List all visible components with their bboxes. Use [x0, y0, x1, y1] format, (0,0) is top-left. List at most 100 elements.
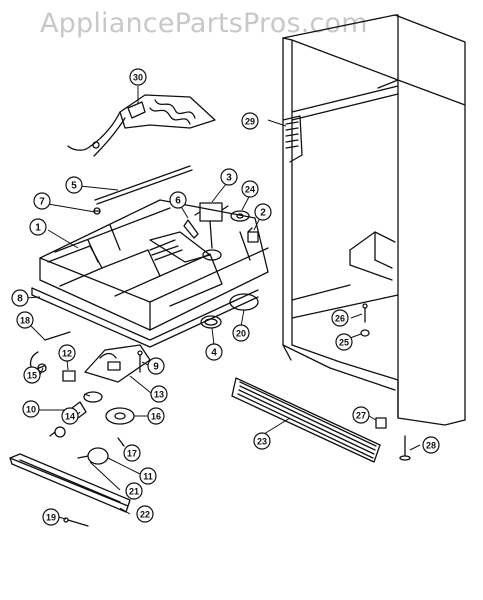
callout-23: 23 [253, 432, 271, 450]
callout-circle [254, 203, 272, 221]
callout-label: 5 [71, 181, 77, 192]
clip-part [247, 227, 259, 243]
callout-29: 29 [241, 112, 259, 130]
callout-label: 10 [26, 405, 36, 415]
callout-label: 23 [257, 437, 267, 447]
callout-circle [335, 333, 353, 351]
callout-circle [33, 192, 51, 210]
thermostat-knob-part [83, 391, 103, 403]
callout-16: 16 [147, 407, 165, 425]
callout-circle [125, 482, 143, 500]
screw-part-19 [63, 517, 89, 527]
callout-layer: 1234567891011121314151617181920212223242… [11, 68, 440, 526]
screw-part-7 [93, 207, 101, 215]
callout-4: 4 [205, 343, 223, 361]
callout-6: 6 [169, 191, 187, 209]
callout-circle [139, 467, 157, 485]
callout-18: 18 [16, 311, 34, 329]
callout-label: 11 [143, 472, 153, 482]
heater-assembly [67, 94, 216, 157]
callout-circle [205, 343, 223, 361]
evaporator-cover [39, 199, 269, 331]
callout-circle [241, 112, 259, 130]
callout-15: 15 [23, 366, 41, 384]
callout-circle [136, 505, 154, 523]
watermark-text: AppliancePartsPros.com [40, 8, 368, 39]
bulb-part [49, 426, 66, 438]
callout-circle [129, 68, 147, 86]
callout-circle [147, 357, 165, 375]
callout-label: 24 [245, 185, 255, 195]
callout-circle [331, 309, 349, 327]
callout-label: 8 [17, 294, 23, 305]
callout-label: 30 [133, 73, 143, 83]
leveling-leg-part-28 [399, 435, 411, 461]
callout-circle [150, 385, 168, 403]
screw-part-26 [362, 303, 368, 323]
grille-part [231, 377, 381, 463]
callout-label: 27 [356, 411, 366, 421]
screw-part-9 [137, 350, 143, 373]
callout-circle [58, 344, 76, 362]
callout-circle [22, 400, 40, 418]
callout-label: 22 [140, 510, 150, 520]
callout-26: 26 [331, 309, 349, 327]
refrigerator-cabinet [282, 14, 466, 426]
callout-label: 17 [127, 449, 137, 459]
drain-tube [94, 165, 193, 205]
callout-label: 18 [20, 316, 30, 326]
callout-label: 20 [236, 329, 246, 339]
callout-circle [422, 436, 440, 454]
callout-label: 1 [35, 223, 41, 234]
callout-8: 8 [11, 289, 29, 307]
callout-19: 19 [42, 508, 60, 526]
callout-label: 12 [62, 349, 72, 359]
callout-label: 25 [339, 338, 349, 348]
callout-label: 29 [245, 117, 255, 127]
light-shield-part [9, 453, 131, 513]
callout-circle [241, 180, 259, 198]
callout-circle [147, 407, 165, 425]
callout-circle [232, 324, 250, 342]
callout-5: 5 [65, 176, 83, 194]
callout-label: 26 [335, 314, 345, 324]
callout-label: 14 [65, 412, 75, 422]
leveling-leg-part-27 [375, 417, 387, 429]
callout-circle [169, 191, 187, 209]
callout-13: 13 [150, 385, 168, 403]
callout-circle [23, 366, 41, 384]
callout-circle [61, 407, 79, 425]
callout-label: 2 [260, 208, 266, 219]
callout-20: 20 [232, 324, 250, 342]
callout-circle [16, 311, 34, 329]
callout-label: 9 [153, 362, 159, 373]
front-rail [31, 287, 259, 348]
callout-circle [11, 289, 29, 307]
callout-label: 7 [39, 197, 45, 208]
callout-circle [352, 406, 370, 424]
callout-circle [65, 176, 83, 194]
callout-label: 4 [211, 348, 217, 359]
callout-circle [123, 444, 141, 462]
callout-27: 27 [352, 406, 370, 424]
callout-circle [42, 508, 60, 526]
callout-17: 17 [123, 444, 141, 462]
callout-label: 13 [154, 390, 164, 400]
callout-11: 11 [139, 467, 157, 485]
callout-label: 19 [46, 513, 56, 523]
callout-10: 10 [22, 400, 40, 418]
callout-25: 25 [335, 333, 353, 351]
callout-14: 14 [61, 407, 79, 425]
grommet-part [230, 210, 250, 222]
callout-circle [253, 432, 271, 450]
washer-part-25 [360, 329, 370, 337]
callout-12: 12 [58, 344, 76, 362]
knob-part-6 [183, 219, 199, 239]
callout-2: 2 [254, 203, 272, 221]
callout-1: 1 [29, 218, 47, 236]
light-bulb-part [77, 447, 109, 465]
control-knob-part [105, 407, 135, 425]
callout-21: 21 [125, 482, 143, 500]
